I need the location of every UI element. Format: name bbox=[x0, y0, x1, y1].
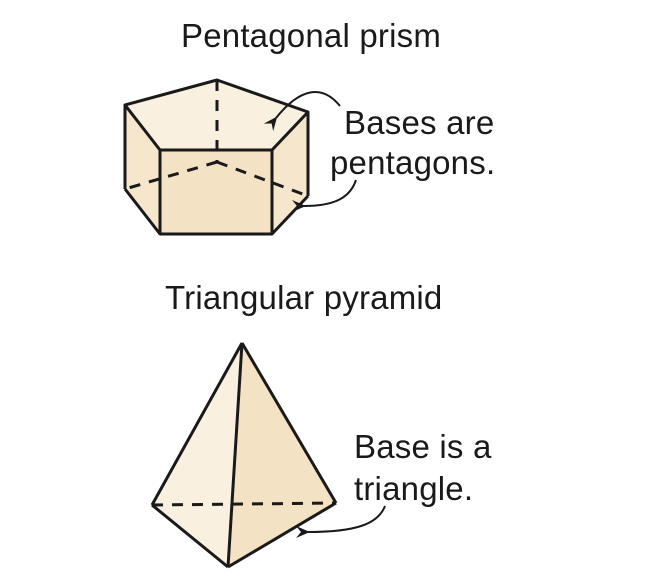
pyramid-title: Triangular pyramid bbox=[165, 279, 443, 316]
pyramid-hidden-edge bbox=[151, 501, 337, 507]
prism-top-base-arrow bbox=[263, 91, 341, 132]
pyramid-visible-edges bbox=[150, 342, 338, 569]
prism-title: Pentagonal prism bbox=[181, 17, 442, 54]
pyramid-left-face bbox=[152, 343, 242, 567]
prism-visible-edges bbox=[123, 78, 310, 236]
pyramid-base-arrow bbox=[295, 505, 386, 539]
pentagonal-prism bbox=[123, 78, 357, 236]
pyramid-annotation-line2: triangle. bbox=[354, 470, 474, 507]
prism-annotation-line2: pentagons. bbox=[330, 144, 496, 181]
prism-bottom-base-arrow bbox=[291, 179, 357, 213]
triangular-pyramid bbox=[150, 342, 386, 569]
prism-left-face bbox=[125, 105, 160, 234]
prism-annotation-line1: Bases are bbox=[344, 104, 495, 141]
pyramid-annotation-line1: Base is a bbox=[354, 428, 492, 465]
pyramid-right-face bbox=[228, 343, 336, 567]
prism-hidden-edges bbox=[124, 80, 309, 198]
